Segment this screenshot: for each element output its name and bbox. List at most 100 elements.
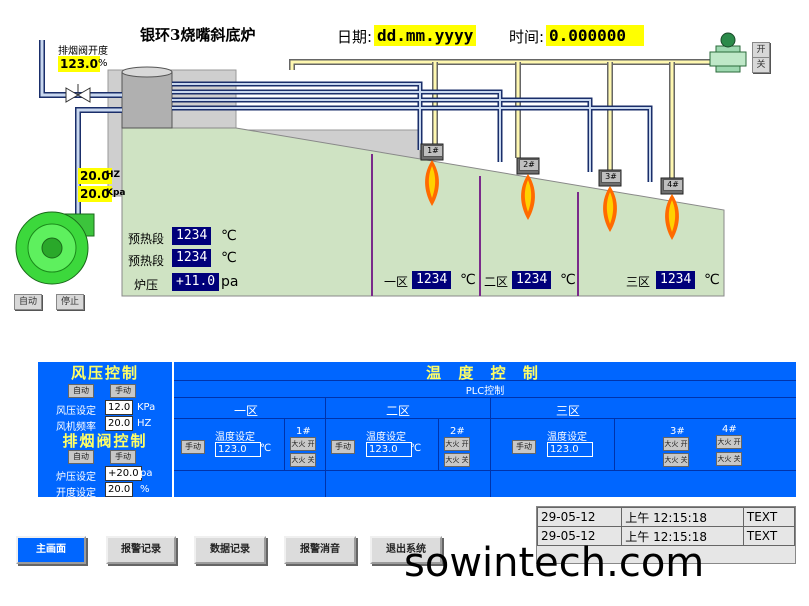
burner-4-on-button[interactable]: 大火 开 <box>716 435 742 449</box>
opening-set-unit: % <box>140 484 150 495</box>
zone-3-value: 1234 <box>656 271 696 289</box>
tc-zone-2-mode-button[interactable]: 手动 <box>331 440 355 454</box>
fan-auto-button[interactable]: 自动 <box>14 294 42 310</box>
wind-pressure-set-unit: KPa <box>137 402 156 413</box>
date-value: dd.mm.yyyy <box>374 25 477 46</box>
preheat-1-label: 预热段 <box>128 232 165 246</box>
burner-2-on-button[interactable]: 大火 开 <box>444 437 470 451</box>
tc-zone-1-label: 一区 <box>234 404 259 418</box>
nav-exit-button[interactable]: 退出系统 <box>370 536 442 564</box>
burner-2-off-button[interactable]: 大火 关 <box>444 453 470 467</box>
tc-zone-1-set-input[interactable]: 123.0 <box>215 442 261 457</box>
burner-1-on-button[interactable]: 大火 开 <box>290 437 316 451</box>
alarm-time: 上午 12:15:18 <box>621 526 744 546</box>
wind-pressure-set-input[interactable]: 12.0 <box>105 400 134 415</box>
fuel-control-valve <box>709 32 747 73</box>
zone-1-unit: ℃ <box>460 272 476 288</box>
zone-1-value: 1234 <box>412 271 452 289</box>
zone-2-label: 二区 <box>484 275 509 289</box>
alarm-text: TEXT <box>742 507 796 527</box>
tc-zone-3-label: 三区 <box>556 404 581 418</box>
tc-zone-3-mode-button[interactable]: 手动 <box>512 440 536 454</box>
fan-pressure-value: 20.0 <box>78 186 112 202</box>
burner-3-off-button[interactable]: 大火 关 <box>663 453 689 467</box>
burner-2-ctrl-label: 2# <box>450 426 465 437</box>
burner-4-ctrl-label: 4# <box>722 424 737 435</box>
furnace-pressure-set-label: 炉压设定 <box>56 472 96 483</box>
date-label: 日期: <box>337 28 373 46</box>
zone-2-unit: ℃ <box>560 272 576 288</box>
tc-zone-1-unit: ℃ <box>260 443 272 454</box>
zone-3-unit: ℃ <box>704 272 720 288</box>
blower-fan <box>15 211 95 285</box>
furnace-body <box>121 127 725 297</box>
valve-auto-button[interactable]: 自动 <box>68 450 94 464</box>
temperature-control-panel <box>174 362 796 497</box>
temperature-panel-title: 温 度 控 制 <box>426 364 544 382</box>
furnace-pressure-set-unit: pa <box>140 468 153 479</box>
fan-frequency-label: 风机频率 <box>56 422 96 433</box>
valve-close-button[interactable]: 关 <box>752 57 770 73</box>
fan-frequency-input[interactable]: 20.0 <box>105 416 134 431</box>
valve-open-button[interactable]: 开 <box>752 42 770 58</box>
wind-auto-button[interactable]: 自动 <box>68 384 94 398</box>
tc-zone-2-set-input[interactable]: 123.0 <box>366 442 412 457</box>
alarm-row[interactable]: 29-05-12 上午 12:15:18 TEXT <box>536 507 796 527</box>
nav-data-log-button[interactable]: 数据记录 <box>194 536 266 564</box>
furnace-pressure-unit: pa <box>221 274 239 290</box>
tc-zone-1-mode-button[interactable]: 手动 <box>181 440 205 454</box>
nav-main-button[interactable]: 主画面 <box>16 536 86 564</box>
alarm-time: 上午 12:15:18 <box>621 507 744 527</box>
alarm-date: 29-05-12 <box>536 507 623 527</box>
burner-3-label: 3# <box>601 171 621 183</box>
alarm-row[interactable]: 29-05-12 上午 12:15:18 TEXT <box>536 526 796 546</box>
opening-set-label: 开度设定 <box>56 488 96 499</box>
page-title: 银环3烧嘴斜底炉 <box>140 26 256 44</box>
burner-4-off-button[interactable]: 大火 关 <box>716 452 742 466</box>
preheat-2-unit: ℃ <box>221 250 237 266</box>
fan-pressure-unit: Kpa <box>106 188 126 198</box>
preheat-2-value: 1234 <box>172 249 212 267</box>
furnace-pressure-set-input[interactable]: +20.0 <box>105 466 142 481</box>
tc-zone-3-set-label: 温度设定 <box>547 432 587 443</box>
furnace-pressure-label: 炉压 <box>134 278 159 292</box>
wind-panel-title: 风压控制 <box>70 364 139 382</box>
burner-3-ctrl-label: 3# <box>670 426 685 437</box>
burner-1-ctrl-label: 1# <box>296 426 311 437</box>
zone-1-label: 一区 <box>384 275 409 289</box>
zone-2-value: 1234 <box>512 271 552 289</box>
fan-frequency-unit-panel: HZ <box>137 418 152 429</box>
nav-alarm-clear-button[interactable]: 报警消音 <box>284 536 356 564</box>
burner-1-off-button[interactable]: 大火 关 <box>290 453 316 467</box>
chimney-drum <box>121 71 173 129</box>
fan-frequency-unit: HZ <box>106 170 121 180</box>
time-value: 0.000000 <box>546 25 644 46</box>
tc-zone-2-label: 二区 <box>386 404 411 418</box>
opening-set-input[interactable]: 20.0 <box>105 482 134 497</box>
burner-3-on-button[interactable]: 大火 开 <box>663 437 689 451</box>
burner-2-label: 2# <box>519 159 539 171</box>
wind-manual-button[interactable]: 手动 <box>110 384 136 398</box>
tc-zone-1-set-label: 温度设定 <box>215 432 255 443</box>
alarm-list: 29-05-12 上午 12:15:18 TEXT 29-05-12 上午 12… <box>536 506 796 564</box>
valve-manual-button[interactable]: 手动 <box>110 450 136 464</box>
time-label: 时间: <box>509 28 545 46</box>
valve-panel-title: 排烟阀控制 <box>62 432 148 450</box>
tc-zone-2-unit: ℃ <box>410 443 422 454</box>
burner-4-label: 4# <box>663 179 683 191</box>
tc-zone-2-set-label: 温度设定 <box>366 432 406 443</box>
alarm-date: 29-05-12 <box>536 526 623 546</box>
exhaust-valve-symbol <box>65 84 91 103</box>
preheat-1-value: 1234 <box>172 227 212 245</box>
exhaust-valve-label: 排烟阀开度 <box>58 46 108 57</box>
fan-stop-button[interactable]: 停止 <box>56 294 84 310</box>
burner-1-label: 1# <box>423 145 443 157</box>
preheat-1-unit: ℃ <box>221 228 237 244</box>
plc-control-label: PLC控制 <box>465 386 505 397</box>
furnace-pressure-value: +11.0 <box>172 273 220 291</box>
tc-zone-3-set-input[interactable]: 123.0 <box>547 442 593 457</box>
exhaust-valve-unit: % <box>98 58 108 69</box>
preheat-2-label: 预热段 <box>128 254 165 268</box>
nav-alarm-log-button[interactable]: 报警记录 <box>106 536 176 564</box>
fan-frequency-value: 20.0 <box>78 168 112 184</box>
